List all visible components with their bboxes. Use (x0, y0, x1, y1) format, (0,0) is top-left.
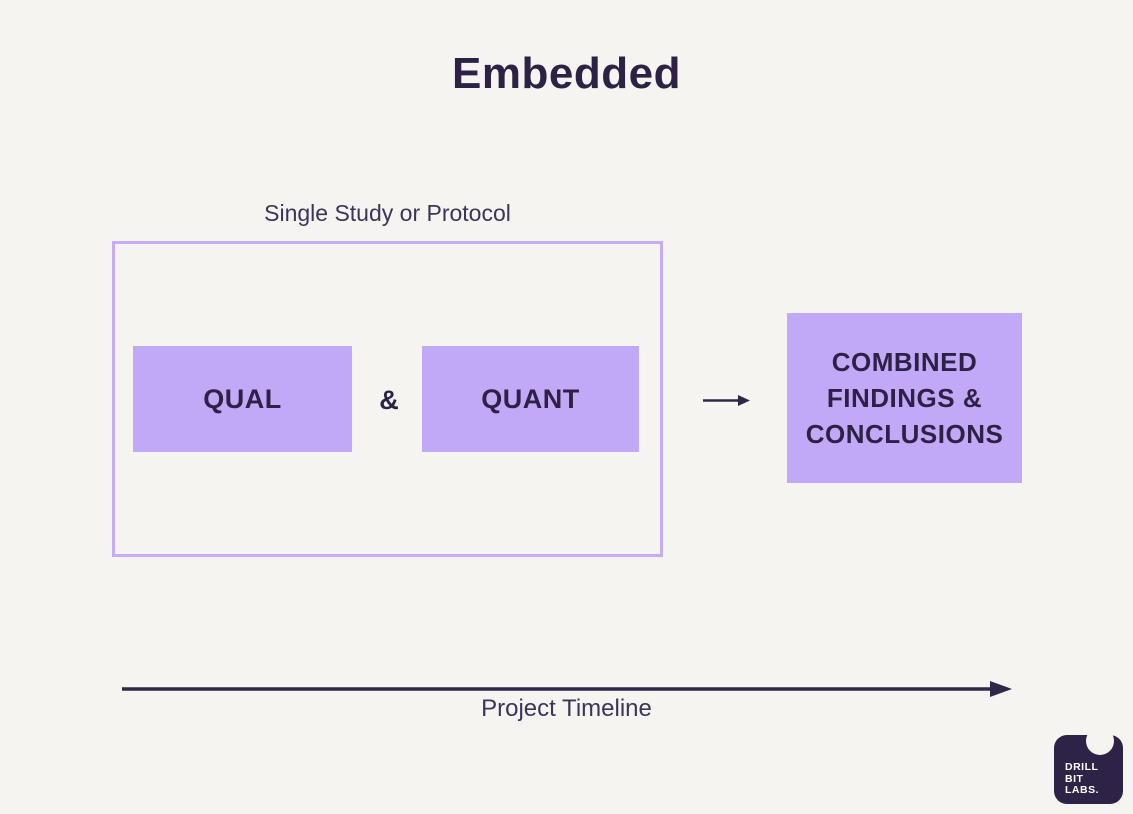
logo-wordmark: DRILL BIT LABS. (1065, 762, 1099, 796)
single-study-group-box (112, 241, 663, 557)
timeline-label: Project Timeline (481, 695, 652, 722)
qual-node: QUAL (133, 346, 352, 452)
right-arrow-icon (703, 395, 750, 406)
right-arrow-head (738, 395, 750, 406)
timeline-arrow-head (990, 681, 1012, 697)
logo-line-2: BIT (1065, 772, 1084, 785)
ampersand-text: & (379, 385, 399, 415)
logo-line-1: DRILL (1065, 761, 1099, 774)
page-title: Embedded (452, 49, 681, 98)
quant-node: QUANT (422, 346, 639, 452)
drill-bit-labs-logo: DRILL BIT LABS. (1054, 727, 1123, 804)
combined-findings-node: COMBINED FINDINGS & CONCLUSIONS (787, 313, 1022, 483)
logo-notch-cutout (1086, 727, 1114, 755)
logo-line-3: LABS. (1065, 783, 1099, 796)
timeline-arrow-icon (122, 681, 1012, 697)
group-label-single-study: Single Study or Protocol (264, 200, 511, 226)
